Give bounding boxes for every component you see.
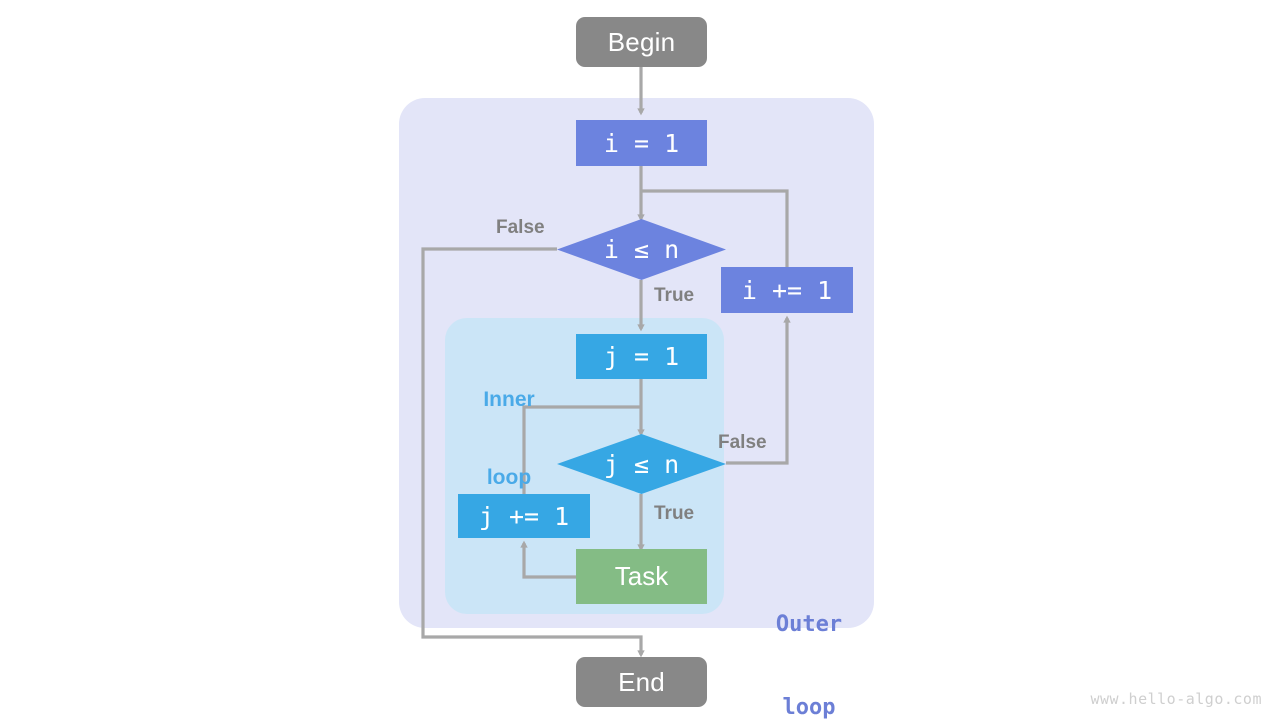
- node-condition-i[interactable]: i ≤ n: [557, 219, 726, 280]
- node-begin-label: Begin: [607, 26, 676, 57]
- node-task-label: Task: [614, 561, 669, 591]
- inner-loop-caption-line2: loop: [486, 466, 532, 490]
- edge-i-inc-to-cond-i: [641, 189, 789, 267]
- edge-cond-j-false: [726, 315, 791, 465]
- node-begin[interactable]: Begin: [576, 17, 707, 67]
- node-end-label: End: [618, 666, 665, 697]
- node-j-init[interactable]: j = 1: [576, 334, 707, 379]
- edge-cond-i-false: [421, 247, 645, 658]
- watermark: www.hello-algo.com: [1090, 690, 1262, 708]
- node-condition-i-label: i ≤ n: [603, 235, 680, 264]
- node-end[interactable]: End: [576, 657, 707, 707]
- inner-loop-caption-line1: Inner: [483, 387, 535, 411]
- node-i-increment-label: i += 1: [741, 275, 833, 305]
- edge-label-j-true: True: [654, 503, 695, 524]
- node-condition-j-label: j ≤ n: [603, 449, 680, 479]
- node-j-init-label: j = 1: [603, 342, 680, 371]
- node-j-increment[interactable]: j += 1: [458, 494, 590, 538]
- node-j-increment-label: j += 1: [478, 501, 570, 531]
- outer-loop-caption-line2: loop: [782, 694, 836, 720]
- inner-loop-caption: Inner loop: [462, 334, 556, 544]
- edge-label-j-false: False: [718, 432, 767, 453]
- node-i-init-label: i = 1: [603, 128, 680, 158]
- edge-label-i-true: True: [654, 285, 695, 306]
- node-i-init[interactable]: i = 1: [576, 120, 707, 166]
- node-i-increment[interactable]: i += 1: [721, 267, 853, 313]
- outer-loop-caption: Outer loop: [752, 556, 866, 720]
- edge-j-inc-to-cond-j: [522, 405, 641, 494]
- outer-loop-caption-line1: Outer: [775, 612, 843, 637]
- edge-task-to-j-inc: [520, 540, 576, 579]
- node-task[interactable]: Task: [576, 549, 707, 604]
- node-condition-j[interactable]: j ≤ n: [557, 434, 726, 494]
- edge-label-i-false: False: [496, 217, 545, 238]
